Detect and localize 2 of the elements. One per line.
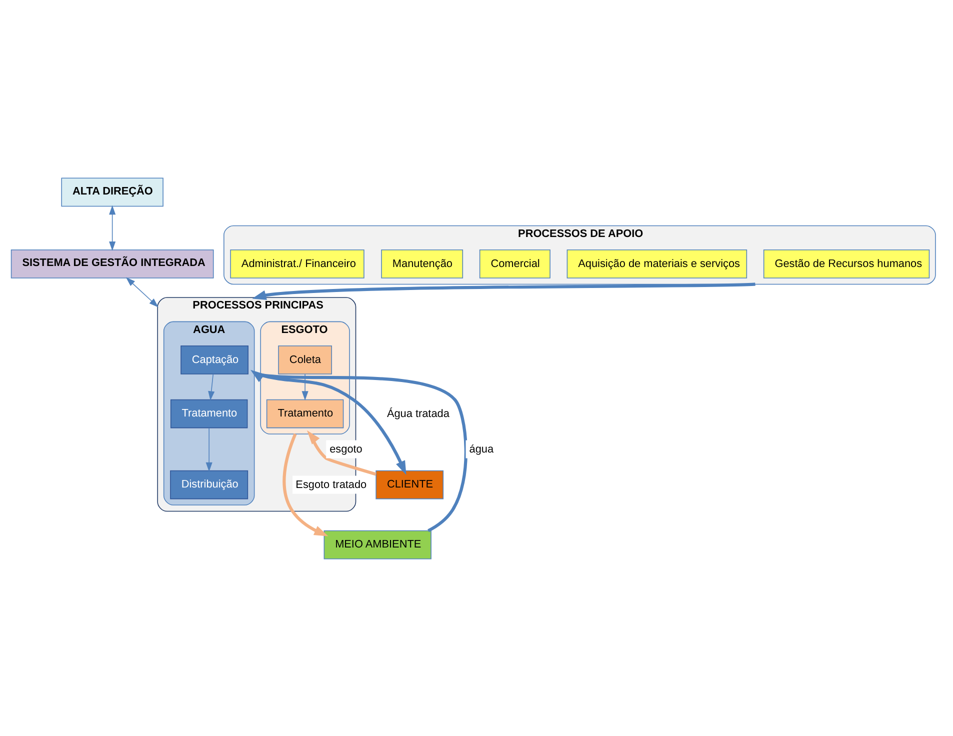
edge-label: Água tratada (386, 408, 450, 420)
edge-label: água (469, 443, 494, 456)
